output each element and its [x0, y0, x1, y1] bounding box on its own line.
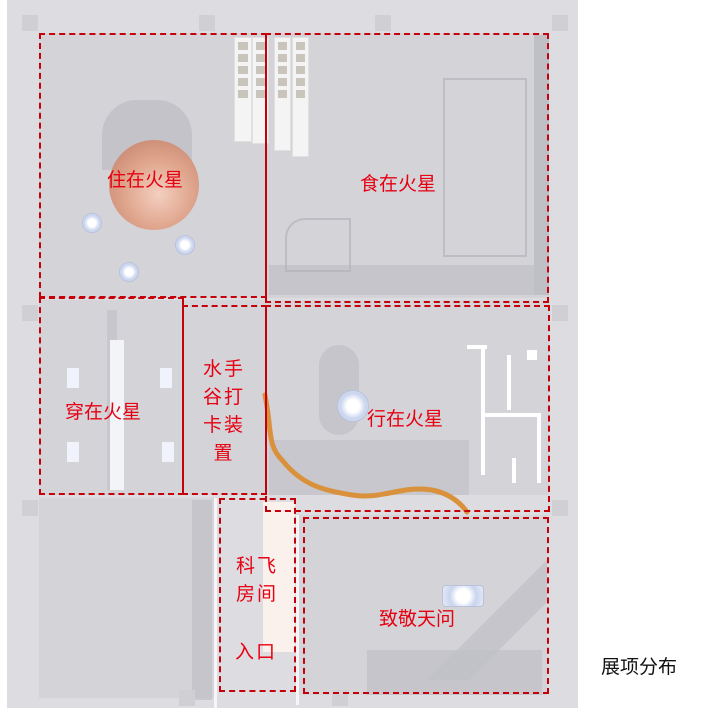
pod [119, 262, 139, 282]
zone-tribute-label: 致敬天问 [379, 608, 456, 630]
pillar [375, 15, 391, 31]
pipe-network [481, 345, 485, 475]
pillar [22, 305, 38, 321]
display-panel [274, 37, 291, 151]
greenhouse-frame [443, 78, 527, 257]
wall-shadow-right [534, 35, 549, 295]
mars-river [262, 392, 470, 515]
mars-habitat-dome [109, 140, 199, 230]
pipe-network [512, 458, 516, 483]
zone-scifi-label: 科飞房间 [235, 555, 278, 605]
pipe-network [467, 345, 487, 349]
wall-shadow-scifi [192, 500, 212, 700]
entrance-corridor [263, 502, 295, 652]
figure-caption: 展项分布 [601, 656, 678, 678]
zone-wear-border [39, 297, 184, 495]
zone-eat-border [265, 33, 549, 303]
pod [82, 213, 102, 233]
suit [67, 368, 79, 388]
pipe-network [537, 413, 541, 483]
suit [162, 442, 174, 462]
pillar [552, 305, 568, 321]
display-panel [252, 37, 269, 144]
zone-wear-label: 穿在火星 [65, 401, 142, 423]
zone-entrance-label: 入口 [235, 641, 278, 663]
clothing-rack [110, 340, 124, 490]
pillar [552, 500, 568, 516]
zone-checkin-label: 水手谷打卡装置 [202, 358, 245, 464]
pipe-network [507, 355, 511, 410]
pillar [22, 500, 38, 516]
wall-entrance-right [296, 515, 299, 705]
display-panel [234, 37, 252, 142]
zone-live-border [39, 33, 267, 298]
zone-eat-label: 食在火星 [360, 173, 437, 195]
zone-scifi-entrance-border [219, 498, 296, 692]
floor-plan: 住在火星 食在火星 穿在火星 水手谷打卡装置 行在火星 科飞房间 入口 致敬天问 [7, 0, 578, 708]
zone-move-border [265, 305, 550, 512]
astronaut [337, 390, 369, 422]
pipe-network [481, 413, 541, 417]
display-panel [292, 37, 309, 157]
pillar [552, 15, 568, 31]
pod [175, 235, 195, 255]
wall-shadow-move [269, 440, 469, 495]
rover-model [442, 585, 484, 607]
pillar [332, 690, 348, 706]
pillar [199, 15, 215, 31]
floor-bottom-left [39, 498, 214, 698]
pillar [179, 690, 195, 706]
pipe-network [527, 350, 537, 360]
zone-move-label: 行在火星 [367, 408, 444, 430]
wall-entrance-left [214, 498, 217, 708]
zone-live-label: 住在火星 [107, 169, 184, 191]
suit [160, 368, 172, 388]
kitchen-frame [285, 218, 351, 272]
suit [67, 442, 79, 462]
zone-tribute-border [303, 517, 549, 694]
pillar [22, 15, 38, 31]
